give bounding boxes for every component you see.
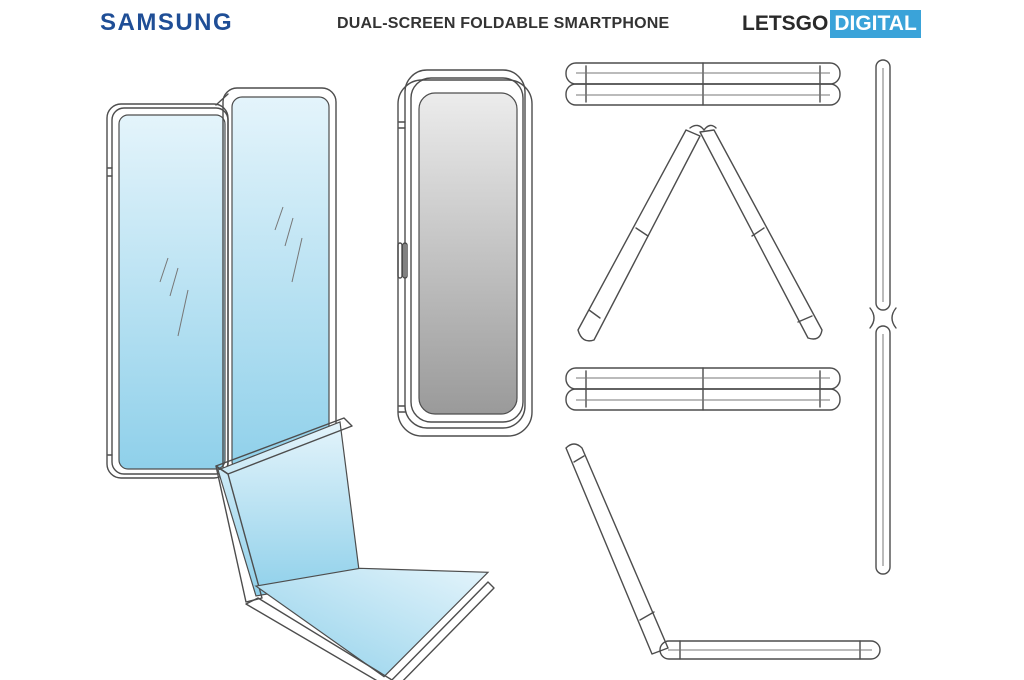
letsgo-digital-logo: LETSGO DIGITAL (742, 10, 921, 38)
tent-mode-view (577, 124, 823, 342)
site-logo-part2: DIGITAL (830, 10, 921, 38)
vertical-side-profile-view (869, 59, 897, 575)
hinge-icon (689, 124, 717, 131)
hinge-icon (869, 307, 875, 329)
folded-outer-display-view (397, 69, 533, 437)
front-unfolded-view (106, 87, 337, 481)
glare-lines-icon (274, 206, 303, 283)
l-shape-open-view (565, 443, 881, 660)
side-profile-closed-top (565, 62, 841, 106)
page-title: DUAL-SCREEN FOLDABLE SMARTPHONE (337, 15, 670, 32)
samsung-logo: SAMSUNG (100, 9, 234, 36)
side-profile-closed-middle (565, 367, 841, 411)
half-open-perspective-view (215, 417, 495, 680)
site-logo-part1: LETSGO (742, 12, 829, 35)
glare-lines-icon (159, 257, 189, 337)
